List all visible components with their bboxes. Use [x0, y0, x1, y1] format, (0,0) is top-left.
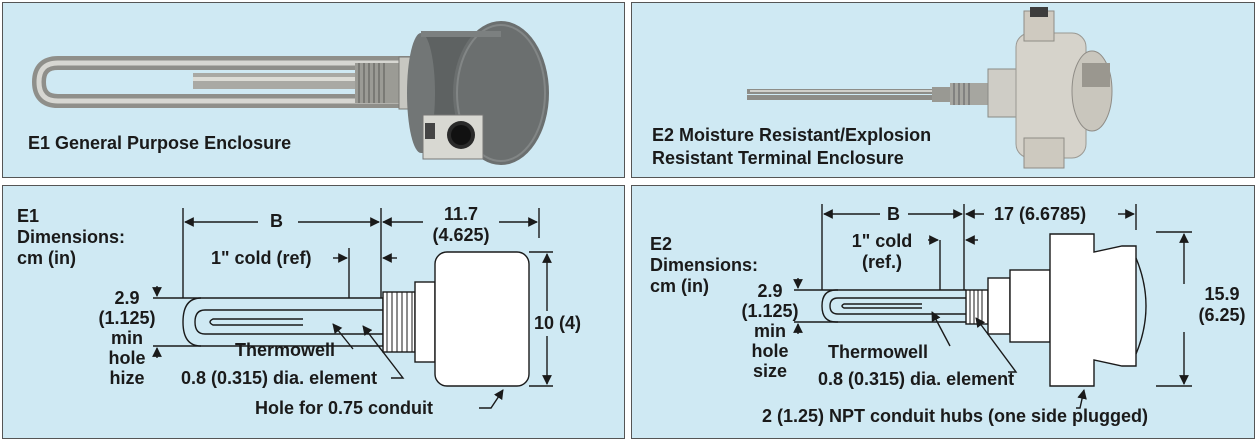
e2-hole-line2: (1.125) — [741, 301, 799, 321]
e2-dimension-panel: E2 Dimensions: cm (in) B 17 (6.6785) 1" … — [631, 185, 1255, 439]
e2-element-label: 0.8 (0.315) dia. element — [818, 369, 1015, 389]
e2-conduit-hubs-label: 2 (1.25) NPT conduit hubs (one side plug… — [762, 406, 1149, 426]
e1-hole-line2: (1.125) — [98, 308, 156, 328]
e1-dim-enclosure-line2: (4.625) — [432, 225, 490, 245]
e2-cold-line2: (ref.) — [862, 252, 902, 272]
e1-dim-enclosure-line1: 11.7 — [443, 204, 479, 224]
e2-height-line1: 15.9 — [1204, 284, 1240, 304]
e1-heater-photo — [31, 21, 549, 165]
e1-element-label: 0.8 (0.315) dia. element — [181, 368, 378, 388]
e2-photo-caption-line2: Resistant Terminal Enclosure — [652, 148, 904, 168]
e1-dimension-panel: E1 Dimensions: cm (in) B 11.7 (4.625) 1"… — [2, 185, 625, 439]
e1-cold-ref-label: 1" cold (ref) — [211, 248, 312, 268]
e2-photo-panel: E2 Moisture Resistant/Explosion Resistan… — [631, 2, 1255, 178]
e2-dim-enclosure-label: 17 (6.6785) — [994, 204, 1087, 224]
e1-hole-line4: hole — [108, 348, 146, 368]
e1-height-label: 10 (4) — [534, 313, 582, 333]
e2-dim-title-line2: Dimensions: — [650, 255, 759, 275]
e1-dim-title-line2: Dimensions: — [17, 227, 126, 247]
e1-dim-title-line1: E1 — [17, 206, 40, 226]
e2-height-line2: (6.25) — [1198, 305, 1246, 325]
e2-hole-line4: hole — [751, 341, 789, 361]
e2-dim-title-line3: cm (in) — [650, 276, 710, 296]
e2-dim-b-label: B — [887, 204, 900, 224]
e1-photo-caption: E1 General Purpose Enclosure — [28, 133, 292, 153]
e2-thermowell-label: Thermowell — [828, 342, 929, 362]
e1-dim-title-line3: cm (in) — [17, 248, 77, 268]
e1-dim-b-label: B — [270, 211, 283, 231]
e2-hole-line5: size — [752, 361, 788, 381]
e2-hole-line3: min — [753, 321, 786, 341]
e1-thermowell-label: Thermowell — [235, 340, 336, 360]
e2-dim-title-line1: E2 — [650, 234, 673, 254]
e2-dimension-drawing — [793, 204, 1192, 409]
e1-conduit-hole-label: Hole for 0.75 conduit — [255, 398, 434, 418]
e2-heater-photo — [747, 7, 1113, 169]
e1-dimension-drawing — [152, 208, 553, 409]
e1-hole-line1: 2.9 — [114, 288, 140, 308]
e1-photo-panel: E1 General Purpose Enclosure — [2, 2, 625, 178]
e1-hole-line5: hize — [109, 368, 145, 388]
e2-hole-line1: 2.9 — [757, 281, 783, 301]
e1-hole-line3: min — [110, 328, 143, 348]
e2-photo-caption-line1: E2 Moisture Resistant/Explosion — [652, 125, 932, 145]
e2-cold-line1: 1" cold — [851, 231, 913, 251]
